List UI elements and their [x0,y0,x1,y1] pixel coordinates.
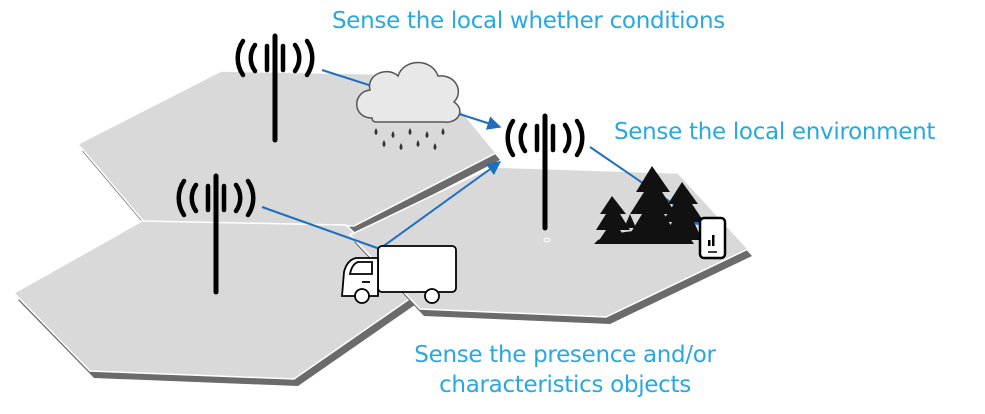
cell-tower-icon [505,113,585,231]
hex-cell-bottom-left [12,220,422,386]
caption-weather-conditions: Sense the local whether conditions [332,8,725,34]
caption-objects-line-2: characteristics objects [439,372,691,398]
cell-tower-icon [235,33,315,143]
rain-cloud-icon [356,61,461,150]
arrow-tower-left-to-truck [261,206,381,250]
forest-icon [594,166,704,244]
tower-base-marker [543,237,551,243]
caption-objects-line-1: Sense the presence and/or [414,342,716,368]
cell-tower-icon [176,173,256,295]
smartphone-icon [698,216,727,260]
arrow-truck-to-center [377,161,502,251]
truck-icon [341,245,457,304]
caption-local-environment: Sense the local environment [614,119,936,145]
caption-objects: Sense the presence and/or characteristic… [330,340,800,400]
